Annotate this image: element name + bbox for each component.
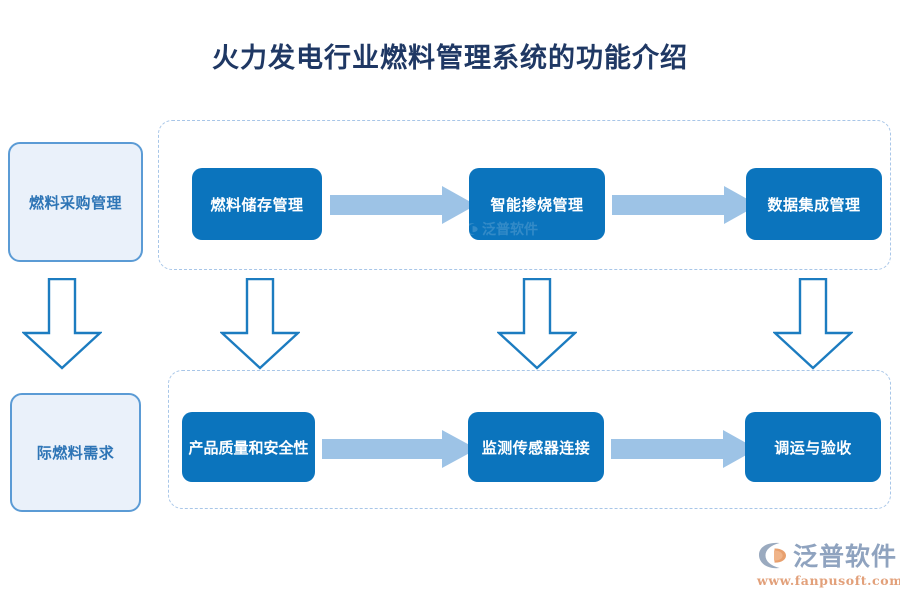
top-process-group-container [158, 120, 891, 270]
process-box-sensor-connection[interactable]: 监测传感器连接 [468, 412, 604, 482]
right-arrow-icon [330, 186, 476, 224]
right-arrow-icon [612, 186, 758, 224]
process-box-smart-blending-label: 智能掺烧管理 [490, 195, 584, 214]
process-box-transport-acceptance[interactable]: 调运与验收 [745, 412, 881, 482]
page-title: 火力发电行业燃料管理系统的功能介绍 [212, 43, 688, 74]
side-box-procurement[interactable]: 燃料采购管理 [8, 142, 143, 262]
process-box-smart-blending[interactable]: 智能掺烧管理 [469, 168, 605, 240]
process-box-fuel-storage[interactable]: 燃料储存管理 [192, 168, 322, 240]
right-arrow-icon [611, 430, 757, 468]
process-box-transport-acceptance-label: 调运与验收 [774, 438, 852, 457]
side-box-demand[interactable]: 际燃料需求 [10, 393, 141, 512]
brand-name: 泛普软件 [793, 542, 898, 571]
process-box-data-integration[interactable]: 数据集成管理 [746, 168, 882, 240]
right-arrow-icon [322, 430, 477, 468]
down-arrow-icon [22, 278, 102, 370]
fanpu-logo-mark-icon [758, 542, 786, 568]
side-box-procurement-label: 燃料采购管理 [28, 193, 122, 212]
process-box-quality-safety[interactable]: 产品质量和安全性 [182, 412, 315, 482]
down-arrow-icon [497, 278, 577, 370]
brand-url: www.fanpusoft.com [757, 573, 900, 588]
process-box-data-integration-label: 数据集成管理 [767, 195, 861, 214]
bottom-process-group-container [168, 370, 891, 509]
process-box-quality-safety-label: 产品质量和安全性 [188, 438, 309, 457]
side-box-demand-label: 际燃料需求 [36, 444, 115, 462]
down-arrow-icon [220, 278, 300, 370]
down-arrow-icon [773, 278, 853, 370]
brand-logo: 泛普软件 www.fanpusoft.com [757, 538, 900, 596]
process-box-sensor-connection-label: 监测传感器连接 [481, 438, 591, 457]
process-box-fuel-storage-label: 燃料储存管理 [210, 195, 304, 214]
